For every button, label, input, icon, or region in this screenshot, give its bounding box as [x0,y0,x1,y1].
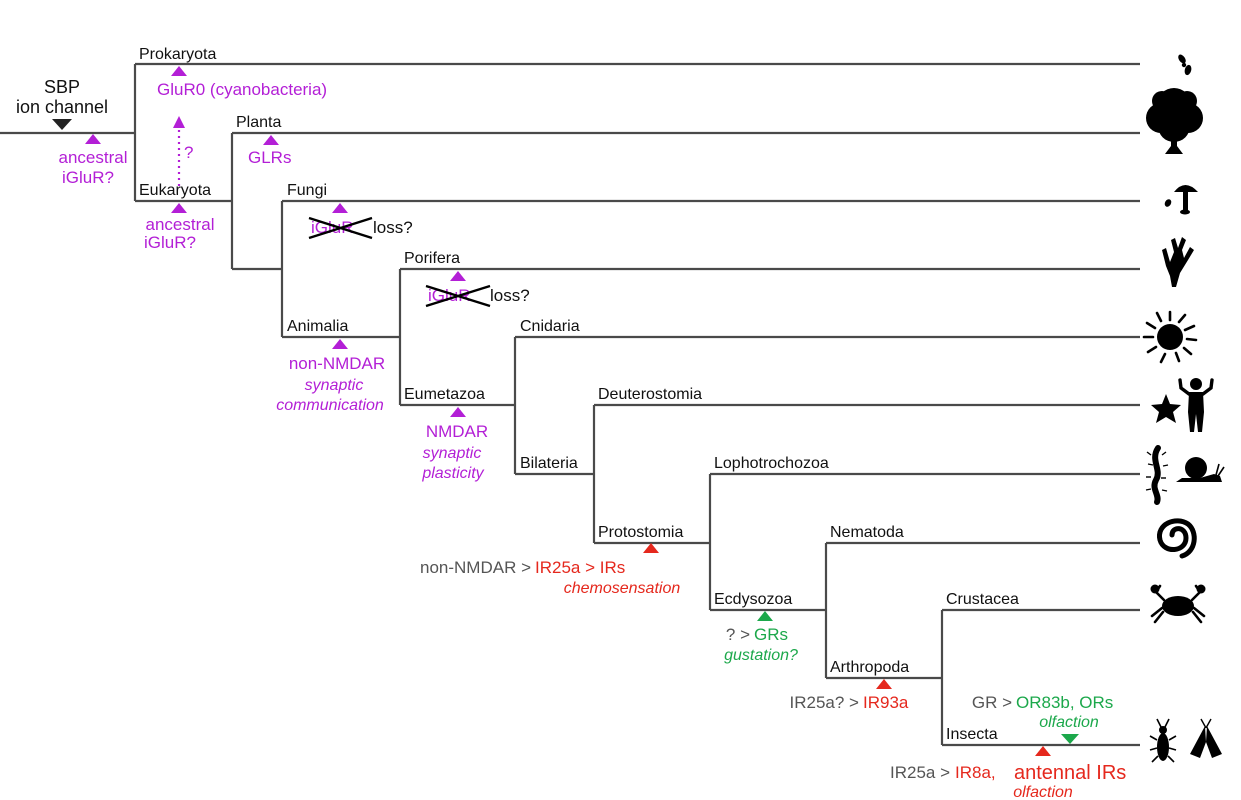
grs-prefix: ? > [726,625,750,644]
or83b-label: OR83b, ORs [1016,693,1113,712]
anemone-tentacles [1142,310,1198,364]
ir8a-role: olfaction [1013,784,1073,800]
centipede-icon [1145,445,1169,505]
porifera-strike-2 [425,284,491,308]
nmdar-role-2: plasticity [421,465,484,482]
non-nmdar-role-1: synaptic [305,377,364,394]
marker-eukaryota-ancestral [171,203,187,213]
clade-animalia: Animalia [287,318,348,335]
fungi-loss-suffix: loss? [373,218,413,237]
porifera-loss-suffix: loss? [490,286,530,305]
root-label-line2: ion channel [16,97,108,117]
event-markers [85,66,1079,756]
clade-insecta: Insecta [946,726,998,743]
glrs-label: GLRs [248,148,291,167]
worm-icon [1157,518,1197,559]
marker-ir93a [876,679,892,689]
moth-icon [1190,718,1222,758]
crab-icon [1150,584,1206,624]
centipede-legs [1145,451,1169,492]
grs-role: gustation? [724,647,798,664]
sponge-icon [1162,237,1194,287]
clade-planta: Planta [236,114,281,131]
clade-prokaryota: Prokaryota [139,46,216,63]
clade-eukaryota: Eukaryota [139,182,211,199]
human-icon [1178,378,1214,432]
ir93a-prefix: IR25a? > [790,693,860,712]
mushroom-icon [1164,185,1198,215]
clade-deuterostomia: Deuterostomia [598,386,702,403]
or83b-prefix: GR > [972,693,1012,712]
marker-ir8a [1035,746,1051,756]
fungi-strike-2 [308,216,373,240]
root-ancestral-line2: iGluR? [62,168,114,187]
ir25a-label: IR25a > IRs [535,558,625,577]
clade-lophotrochozoa: Lophotrochozoa [714,455,829,472]
sea-anemone-icon [1142,310,1198,364]
nmdar-role-1: synaptic [423,445,482,462]
marker-ir25a [643,543,659,553]
tree-icon [1146,88,1203,154]
root-marker-triangle [52,119,72,130]
clade-arthropoda: Arthropoda [830,659,909,676]
beetle-legs [1149,718,1177,763]
marker-root-ancestral [85,134,101,144]
ir8a-label: IR8a, [955,763,996,782]
bacteria-icon [1178,54,1192,76]
clade-nematoda: Nematoda [830,524,904,541]
ir93a-label: IR93a [863,693,909,712]
marker-grs [757,611,773,621]
ir25a-role: chemosensation [564,580,681,597]
marker-fungi-loss [332,203,348,213]
eukaryota-ancestral-line2: iGluR? [144,233,196,252]
non-nmdar-label: non-NMDAR [289,354,385,373]
grs-label: GRs [754,625,788,644]
root-label-line1: SBP [44,77,80,97]
non-nmdar-role-2: communication [276,397,384,414]
clade-protostomia: Protostomia [598,524,683,541]
tree-branches [0,62,1140,747]
or83b-role: olfaction [1039,714,1099,731]
marker-glrs [263,135,279,145]
ir25a-prefix: non-NMDAR > [420,558,531,577]
dotted-arrow-head [173,116,185,128]
starfish-icon [1151,394,1181,423]
glur0-label: GluR0 (cyanobacteria) [157,80,327,99]
snail-icon [1176,457,1225,482]
marker-porifera-loss [450,271,466,281]
marker-or83b [1061,734,1079,744]
clade-crustacea: Crustacea [946,591,1019,608]
nmdar-label: NMDAR [426,422,488,441]
marker-nmdar [450,407,466,417]
antennal-irs-label: antennal IRs [1014,762,1126,784]
clade-fungi: Fungi [287,182,327,199]
eukaryota-ancestral-line1: ancestral [146,215,215,234]
ir8a-prefix: IR25a > [890,763,950,782]
clade-porifera: Porifera [404,250,460,267]
glur0-question: ? [184,143,193,162]
root-ancestral-line1: ancestral [59,148,128,167]
clade-bilateria: Bilateria [520,455,578,472]
marker-non-nmdar [332,339,348,349]
clade-cnidaria: Cnidaria [520,318,580,335]
clade-ecdysozoa: Ecdysozoa [714,591,792,608]
clade-eumetazoa: Eumetazoa [404,386,485,403]
beetle-icon [1149,718,1177,763]
marker-glur0 [171,66,187,76]
